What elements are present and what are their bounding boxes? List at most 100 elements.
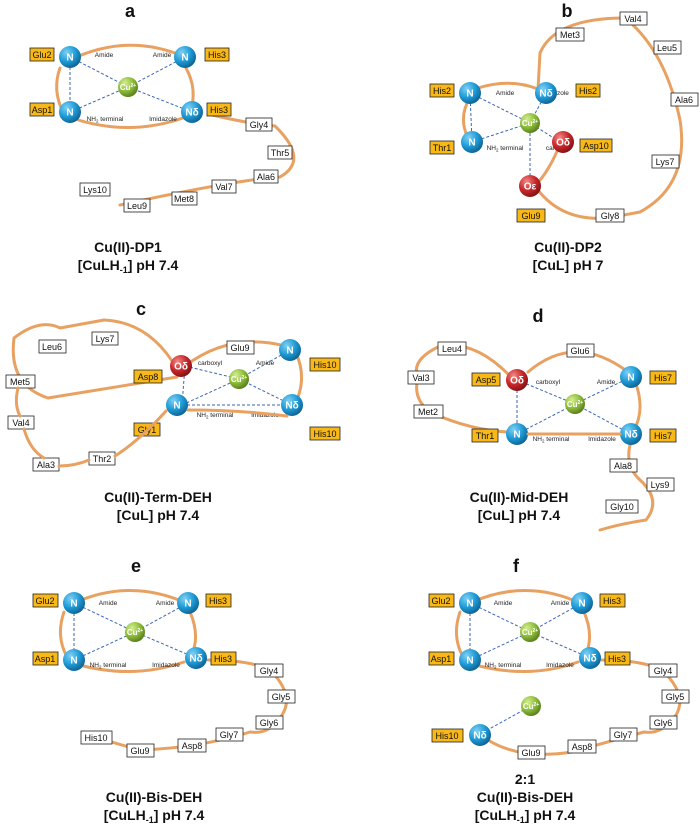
svg-text:Leu6: Leu6 xyxy=(42,342,62,352)
svg-text:Ala3: Ala3 xyxy=(37,460,55,470)
svg-text:Cu2+: Cu2+ xyxy=(522,119,538,128)
panel-e: e Amide Amide NH2 terminal Imidazole N N… xyxy=(32,556,296,825)
backbone-chain xyxy=(470,660,580,674)
residue-box-highlight: Asp1 xyxy=(32,651,59,666)
svg-text:Cu2+: Cu2+ xyxy=(523,702,539,711)
bond-label-amide: Amide xyxy=(597,379,616,386)
svg-text:Gly10: Gly10 xyxy=(610,502,634,512)
copper-ion: Cu2+ xyxy=(118,77,138,97)
coordination-bond xyxy=(127,86,193,113)
svg-text:Thr1: Thr1 xyxy=(433,143,452,153)
svg-text:His3: His3 xyxy=(209,596,227,606)
panel-caption-species: [CuL] pH 7 xyxy=(533,257,604,273)
bond-label-amide: Amide xyxy=(99,600,118,607)
svg-text:Cu2+: Cu2+ xyxy=(231,375,247,384)
bond-label-amide: Amide xyxy=(156,600,175,607)
residue-box: Met2 xyxy=(413,404,444,419)
svg-text:Val7: Val7 xyxy=(215,182,232,192)
residue-box: Asp8 xyxy=(567,739,597,754)
svg-text:Glu9: Glu9 xyxy=(521,211,540,221)
backbone-chain xyxy=(186,408,289,418)
svg-text:Met3: Met3 xyxy=(560,30,580,40)
residue-box: Asp8 xyxy=(177,738,207,753)
backbone-chain xyxy=(468,589,582,605)
bond-label-amide: Amide xyxy=(551,600,570,607)
svg-text:Gly7: Gly7 xyxy=(220,730,239,740)
svg-text:Nδ: Nδ xyxy=(185,108,198,119)
residue-box-highlight: Asp10 xyxy=(579,138,613,153)
residue-box-highlight: Asp1 xyxy=(428,651,455,666)
svg-text:Asp8: Asp8 xyxy=(572,742,593,752)
backbone-chain xyxy=(14,386,168,468)
svg-text:N: N xyxy=(466,89,473,100)
backbone-chain xyxy=(59,610,68,657)
residue-box: Ala8 xyxy=(609,458,638,473)
oxygen-atom: Oδ xyxy=(506,369,528,391)
svg-text:Lys9: Lys9 xyxy=(651,480,670,490)
residue-box: Glu9 xyxy=(226,340,255,355)
imidazole-nitrogen-atom: Nδ xyxy=(620,423,642,445)
backbone-chain xyxy=(11,318,179,400)
nitrogen-atom: N xyxy=(59,46,81,68)
nitrogen-atom: N xyxy=(506,423,528,445)
coordination-bond xyxy=(469,631,531,661)
residue-box: Gly8 xyxy=(595,208,625,223)
oxygen-atom: Oδ xyxy=(552,131,574,153)
backbone-chain xyxy=(533,16,684,220)
svg-text:His7: His7 xyxy=(654,431,672,441)
bond-label-nh2: NH2 terminal xyxy=(87,116,124,124)
bond-label-imidazole: Imidazole xyxy=(588,436,616,443)
residue-box-highlight: Glu9 xyxy=(516,208,546,223)
imidazole-nitrogen-atom: Nδ xyxy=(579,647,601,669)
svg-text:Oδ: Oδ xyxy=(556,138,570,149)
residue-box-highlight: Asp1 xyxy=(29,102,55,117)
svg-text:Gly6: Gly6 xyxy=(260,718,279,728)
residue-box: Met8 xyxy=(171,191,198,206)
residue-box-highlight: His3 xyxy=(210,651,237,666)
svg-text:Gly5: Gly5 xyxy=(272,692,291,702)
bond-label-amide: Amide xyxy=(256,360,275,367)
residue-box: Leu5 xyxy=(653,40,682,55)
svg-text:Val4: Val4 xyxy=(624,14,641,24)
svg-text:His10: His10 xyxy=(84,733,107,743)
svg-text:His10: His10 xyxy=(313,429,336,439)
imidazole-nitrogen-atom: Nδ xyxy=(181,101,203,123)
svg-text:His3: His3 xyxy=(214,654,232,664)
svg-text:Oε: Oε xyxy=(524,182,537,193)
nitrogen-atom: N xyxy=(459,592,481,614)
panel-caption-species: [CuL] pH 7.4 xyxy=(117,507,200,523)
svg-text:His2: His2 xyxy=(433,86,451,96)
residue-box-highlight: His3 xyxy=(206,102,232,117)
residue-box: Met5 xyxy=(5,374,36,389)
residue-box: Glu9 xyxy=(517,745,546,760)
svg-text:Thr5: Thr5 xyxy=(271,148,290,158)
svg-text:N: N xyxy=(184,599,191,610)
residue-box: Ala3 xyxy=(32,457,60,472)
panel-caption-title: Cu(II)-DP2 xyxy=(534,239,602,255)
svg-text:Oδ: Oδ xyxy=(174,362,188,373)
svg-text:His10: His10 xyxy=(313,360,336,370)
nitrogen-atom: N xyxy=(63,592,85,614)
residue-box: Lys9 xyxy=(646,477,675,492)
svg-text:Val3: Val3 xyxy=(412,373,429,383)
backbone-chain xyxy=(632,382,642,432)
svg-text:Gly5: Gly5 xyxy=(666,692,685,702)
residue-box-highlight: His7 xyxy=(649,370,677,385)
bond-label-carboxyl: carboxyl xyxy=(198,360,223,367)
residue-box: Glu6 xyxy=(566,343,595,358)
backbone-chain xyxy=(72,589,188,605)
residue-box: Ala6 xyxy=(253,169,279,184)
backbone-chain xyxy=(455,610,464,657)
svg-text:Cu2+: Cu2+ xyxy=(127,628,143,637)
svg-text:His10: His10 xyxy=(435,731,458,741)
residue-box: Gly10 xyxy=(605,499,639,514)
nitrogen-atom: N xyxy=(59,101,81,123)
coordination-bond xyxy=(73,631,136,661)
bond-label-amide: Amide xyxy=(494,600,513,607)
svg-text:Cu2+: Cu2+ xyxy=(567,400,583,409)
residue-box: Lys7 xyxy=(651,154,680,169)
svg-text:Val4: Val4 xyxy=(12,418,29,428)
backbone-chain xyxy=(68,43,187,62)
svg-text:Nδ: Nδ xyxy=(285,401,298,412)
residue-box-highlight: Thr1 xyxy=(471,428,499,443)
